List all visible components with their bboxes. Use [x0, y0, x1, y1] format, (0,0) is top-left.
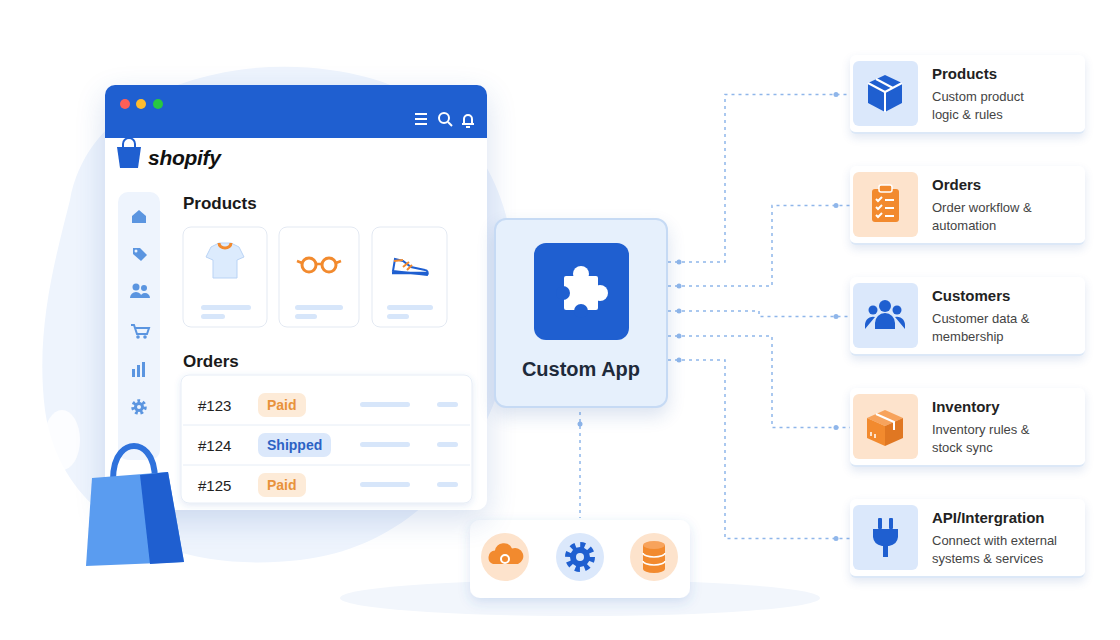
inventory-icon [853, 394, 918, 459]
tray-connector [579, 412, 581, 518]
order-row: #125 Paid [183, 465, 470, 505]
card-heading: Inventory [932, 397, 1030, 416]
connector-dot [834, 314, 839, 319]
card-text: CustomersCustomer data & membership [932, 286, 1030, 346]
plug-icon [853, 505, 918, 570]
status-badge: Shipped [258, 433, 331, 457]
feature-card: CustomersCustomer data & membership [850, 277, 1085, 356]
connector-dot [834, 203, 839, 208]
logo-text: shopify [148, 145, 487, 171]
card-text: ProductsCustom product logic & rules [932, 64, 1046, 124]
feature-card: InventoryInventory rules & stock sync [850, 388, 1085, 467]
dotted-connector [668, 336, 850, 428]
connector-dot [834, 536, 839, 541]
order-row: #123 Paid [183, 385, 470, 425]
card-description: Inventory rules & stock sync [932, 421, 1030, 457]
order-number: #123 [183, 397, 258, 414]
card-description: Customer data & membership [932, 310, 1030, 346]
feature-card: ProductsCustom product logic & rules [850, 55, 1085, 134]
status-badge: Paid [258, 473, 306, 497]
status-text: Paid [267, 476, 297, 494]
box-icon [853, 61, 918, 126]
order-number: #124 [183, 437, 258, 454]
background-blob [42, 67, 515, 563]
connector-dot [677, 334, 682, 339]
card-description: Connect with external systems & services [932, 532, 1072, 568]
cloud-service-icon [481, 533, 529, 581]
card-description: Order workflow & automation [932, 199, 1034, 235]
feature-card: API/IntergrationConnect with external sy… [850, 499, 1085, 578]
card-text: API/IntergrationConnect with external sy… [932, 508, 1072, 568]
dotted-connector [668, 311, 850, 317]
connector-dot [677, 358, 682, 363]
connector-dot [834, 92, 839, 97]
connector-dot [677, 284, 682, 289]
card-text: InventoryInventory rules & stock sync [932, 397, 1030, 457]
app-title: Custom App [514, 358, 648, 391]
card-heading: Products [932, 64, 1046, 83]
shopify-admin-window: shopifyProductsOrders#123Paid#124Shipped… [105, 85, 487, 510]
connector-dot [677, 260, 682, 265]
blob-highlight [44, 410, 80, 470]
customers-icon [853, 283, 918, 348]
settings-gear-icon [556, 533, 604, 581]
order-number: #125 [183, 477, 258, 494]
card-text: OrdersOrder workflow & automation [932, 175, 1034, 235]
status-text: Paid [267, 396, 297, 414]
database-icon [630, 533, 678, 581]
card-heading: API/Intergration [932, 508, 1072, 527]
custom-app-box: Custom App [494, 218, 668, 408]
connector-dot [578, 422, 583, 427]
card-heading: Customers [932, 286, 1030, 305]
section-heading: Products [183, 193, 487, 215]
dotted-connector [668, 95, 850, 263]
service-tray [470, 520, 690, 598]
clipboard-icon [853, 172, 918, 237]
status-badge: Paid [258, 393, 306, 417]
dotted-connector [668, 360, 850, 539]
feature-card: OrdersOrder workflow & automation [850, 166, 1085, 245]
puzzle-icon [534, 243, 629, 340]
section-heading: Orders [183, 351, 487, 373]
status-text: Shipped [267, 436, 322, 454]
connector-dot [677, 309, 682, 314]
connector-dot [834, 425, 839, 430]
card-heading: Orders [932, 175, 1034, 194]
order-row: #124 Shipped [183, 425, 470, 465]
card-description: Custom product logic & rules [932, 88, 1046, 124]
dotted-connector [668, 206, 850, 287]
